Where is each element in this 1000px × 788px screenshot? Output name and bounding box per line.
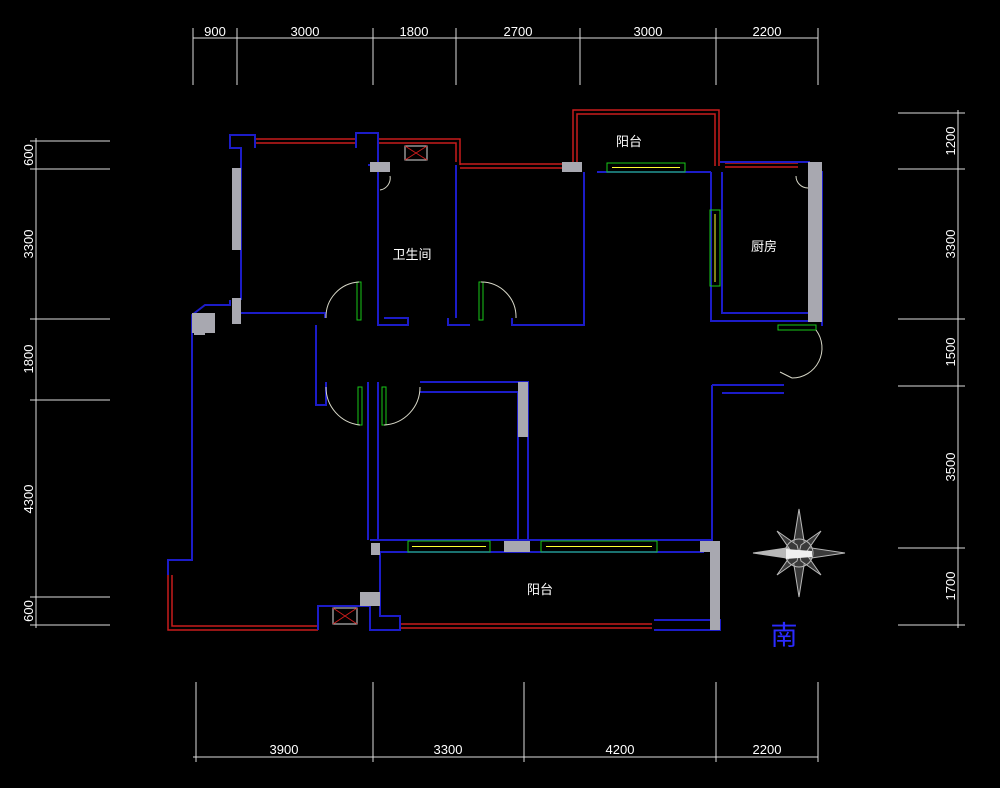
dim-right-2: 3300 — [943, 230, 958, 259]
dim-top-1: 900 — [204, 24, 226, 39]
dim-right-5: 1700 — [943, 572, 958, 601]
room-label-bathroom: 卫生间 — [392, 248, 431, 263]
dim-right-3: 1500 — [943, 338, 958, 367]
dim-right-1: 1200 — [943, 127, 958, 156]
dim-left-5: 600 — [21, 600, 36, 622]
dim-top-6: 2200 — [753, 24, 782, 39]
windows — [356, 162, 817, 553]
door-swings — [325, 175, 823, 426]
compass-rose-icon — [752, 508, 846, 598]
dim-top-3: 1800 — [400, 24, 429, 39]
dim-left-3: 1800 — [21, 345, 36, 374]
dim-top-4: 2700 — [504, 24, 533, 39]
dim-left-4: 4300 — [21, 485, 36, 514]
room-label-kitchen: 厨房 — [751, 239, 777, 255]
dim-top-2: 3000 — [291, 24, 320, 39]
room-label-south-balcony: 阳台 — [527, 583, 553, 598]
room-label-north-balcony: 阳台 — [616, 135, 642, 150]
vent-boxes — [332, 145, 428, 625]
walls — [167, 132, 823, 631]
dim-right-4: 3500 — [943, 453, 958, 482]
dim-bottom-1: 3900 — [270, 742, 299, 757]
dim-bottom-3: 4200 — [606, 742, 635, 757]
dimension-lines — [30, 28, 965, 762]
exterior-lines — [167, 109, 798, 631]
dim-left-2: 3300 — [21, 230, 36, 259]
dim-top-5: 3000 — [634, 24, 663, 39]
compass-south-label: 南 — [771, 621, 798, 652]
columns — [192, 162, 822, 630]
dim-bottom-4: 2200 — [753, 742, 782, 757]
dim-bottom-2: 3300 — [434, 742, 463, 757]
dim-left-1: 600 — [21, 144, 36, 166]
